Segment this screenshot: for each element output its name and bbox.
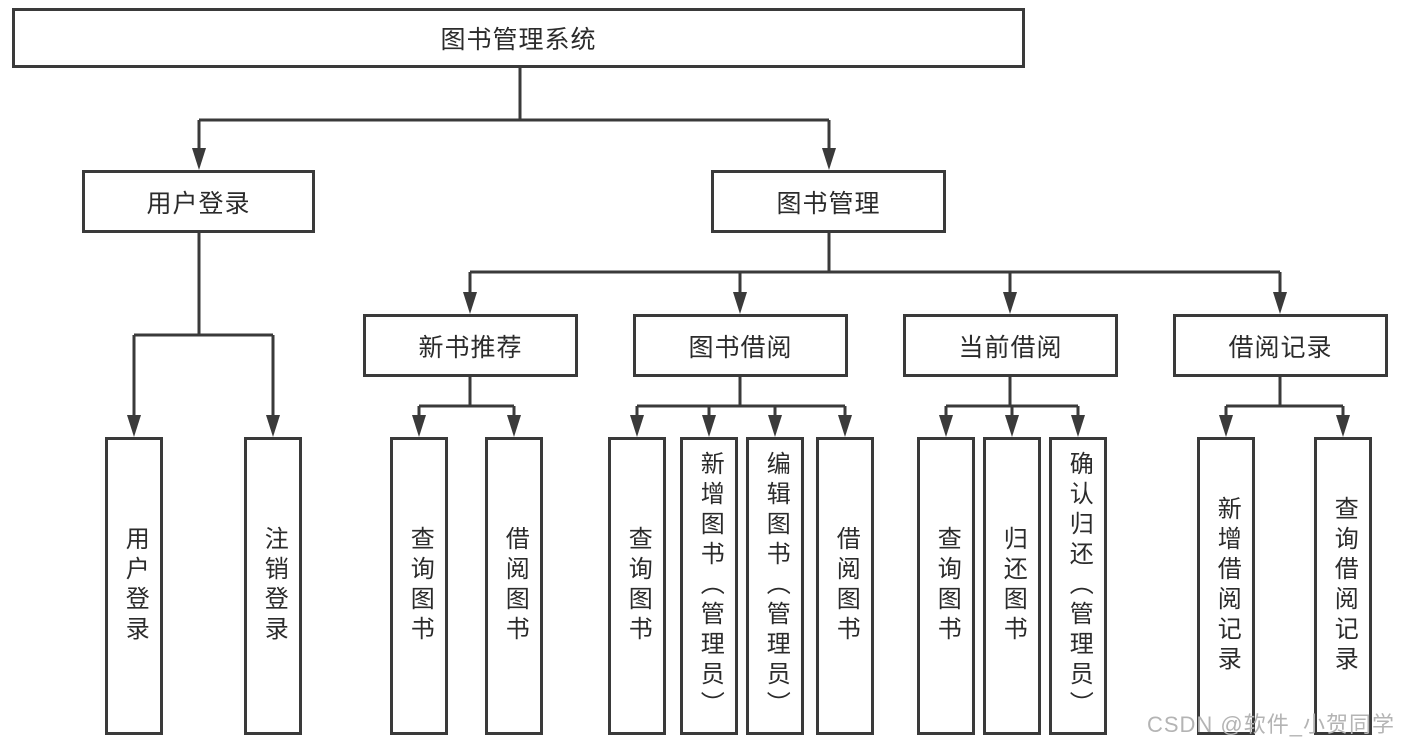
node-label: 用户登录 (146, 189, 251, 218)
node-label: 确认归还（管理员） (1065, 451, 1093, 721)
leaf-query-borrow-record: 查询借阅记录 (1314, 437, 1372, 735)
csdn-watermark: CSDN @软件_小贺同学 (1146, 712, 1395, 737)
node-label: 用户登录 (121, 526, 149, 646)
node-book-borrow: 图书借阅 (633, 314, 848, 377)
node-current-borrow: 当前借阅 (903, 314, 1118, 377)
node-label: 查询图书 (624, 526, 652, 646)
node-label: 新书推荐 (418, 333, 523, 362)
node-label: 图书管理系统 (440, 26, 597, 54)
node-label: 借阅图书 (832, 526, 860, 646)
leaf-query-books-current: 查询图书 (917, 437, 975, 735)
node-label: 编辑图书（管理员） (762, 451, 790, 721)
node-label: 归还图书 (999, 526, 1027, 646)
node-label: 当前借阅 (958, 333, 1063, 362)
node-borrow-records: 借阅记录 (1173, 314, 1388, 377)
leaf-user-login: 用户登录 (105, 437, 163, 735)
node-user-login-branch: 用户登录 (82, 170, 315, 233)
node-label: 图书借阅 (688, 333, 793, 362)
leaf-borrow-books: 借阅图书 (816, 437, 874, 735)
node-new-book-recommend: 新书推荐 (363, 314, 578, 377)
node-label: 借阅记录 (1228, 333, 1333, 362)
leaf-add-borrow-record: 新增借阅记录 (1197, 437, 1255, 735)
node-label: 借阅图书 (501, 526, 529, 646)
node-label: 新增图书（管理员） (696, 451, 724, 721)
leaf-edit-books-admin: 编辑图书（管理员） (746, 437, 804, 735)
node-label: 图书管理 (776, 189, 881, 218)
node-label: 注销登录 (260, 526, 288, 646)
leaf-query-books-borrow: 查询图书 (608, 437, 666, 735)
node-book-management: 图书管理 (711, 170, 946, 233)
node-label: 查询图书 (406, 526, 434, 646)
leaf-borrow-books-recommend: 借阅图书 (485, 437, 543, 735)
node-library-management-system: 图书管理系统 (12, 8, 1025, 68)
node-label: 新增借阅记录 (1213, 496, 1241, 676)
leaf-add-books-admin: 新增图书（管理员） (680, 437, 738, 735)
node-label: 查询借阅记录 (1330, 496, 1358, 676)
leaf-logout: 注销登录 (244, 437, 302, 735)
leaf-query-books-recommend: 查询图书 (390, 437, 448, 735)
leaf-confirm-return-admin: 确认归还（管理员） (1049, 437, 1107, 735)
leaf-return-books: 归还图书 (983, 437, 1041, 735)
node-label: 查询图书 (933, 526, 961, 646)
